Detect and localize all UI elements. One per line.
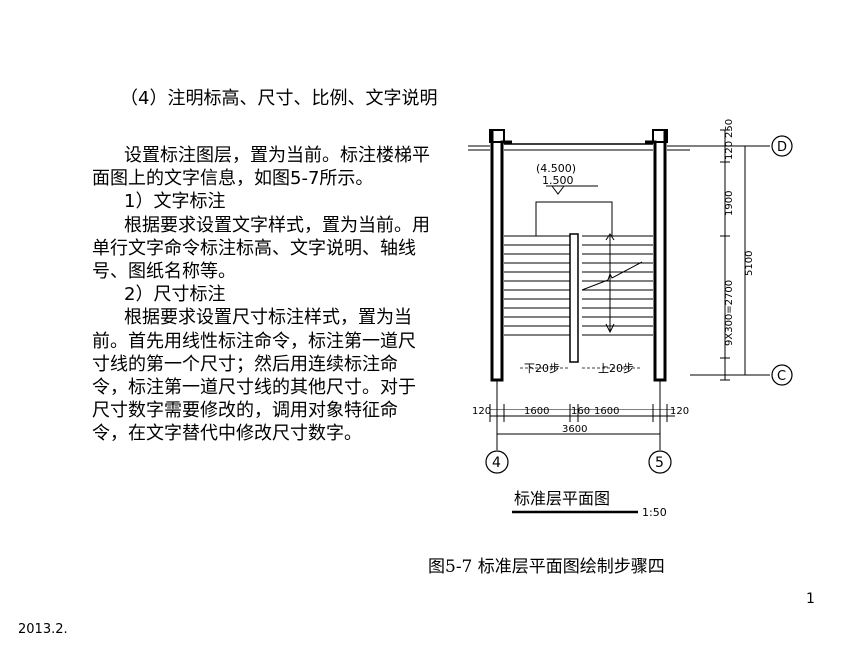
up-steps-label: 上20步 bbox=[598, 362, 634, 375]
axis-d-label: D bbox=[777, 140, 787, 155]
paragraph-dimension-annotation: 根据要求设置尺寸标注样式，置为当前。首先用线性标注命令，标注第一道尺寸线的第一个… bbox=[92, 307, 416, 445]
dim-bottom-160: 160 bbox=[571, 406, 590, 417]
elevation-upper-label: (4.500) bbox=[536, 162, 576, 175]
dim-bottom-120-right: 120 bbox=[670, 406, 689, 417]
paragraph-intro: 设置标注图层，置为当前。标注楼梯平面图上的文字信息，如图5-7所示。 bbox=[92, 145, 430, 190]
elevation-lower-label: 1.500 bbox=[542, 174, 574, 187]
axis-c-label: C bbox=[777, 369, 786, 384]
dim-right-treads: 9X300=2700 bbox=[724, 280, 735, 346]
dim-bottom-total: 3600 bbox=[562, 424, 587, 435]
dim-right-250: 250 bbox=[724, 119, 735, 138]
date-label: 2013.2. bbox=[18, 622, 68, 637]
down-steps-label: 下20步 bbox=[524, 362, 560, 375]
dim-right-total: 5100 bbox=[744, 251, 755, 276]
axis-4-label: 4 bbox=[492, 455, 501, 471]
subheading-text-annotation: 1）文字标注 bbox=[124, 191, 226, 213]
paragraph-text-annotation: 根据要求设置文字样式，置为当前。用单行文字命令标注标高、文字说明、轴线号、图纸名… bbox=[92, 214, 430, 283]
stair-plan-drawing: (4.500) 1.500 下20步 上20步 D C 250 120 1900… bbox=[468, 119, 793, 410]
subheading-dimension-annotation: 2）尺寸标注 bbox=[124, 284, 226, 306]
dim-bottom-1600-right: 1600 bbox=[594, 406, 619, 417]
dim-bottom-120-left: 120 bbox=[472, 406, 491, 417]
section-heading: （4）注明标高、尺寸、比例、文字说明 bbox=[120, 88, 438, 109]
drawing-scale: 1:50 bbox=[642, 506, 667, 519]
body-text: 设置标注图层，置为当前。标注楼梯平面图上的文字信息，如图5-7所示。 1）文字标… bbox=[92, 144, 432, 446]
figure-caption: 图5-7 标准层平面图绘制步骤四 bbox=[428, 557, 665, 577]
axis-5-label: 5 bbox=[655, 455, 664, 471]
page-number: 1 bbox=[806, 591, 815, 607]
stair-plan-lower: 120 1600 160 1600 120 3600 4 5 标准层平面图 1:… bbox=[472, 380, 689, 519]
dim-right-1900: 1900 bbox=[724, 191, 735, 216]
drawing-title: 标准层平面图 bbox=[514, 489, 610, 508]
dim-bottom-1600-left: 1600 bbox=[524, 406, 549, 417]
dim-right-120: 120 bbox=[724, 141, 735, 160]
